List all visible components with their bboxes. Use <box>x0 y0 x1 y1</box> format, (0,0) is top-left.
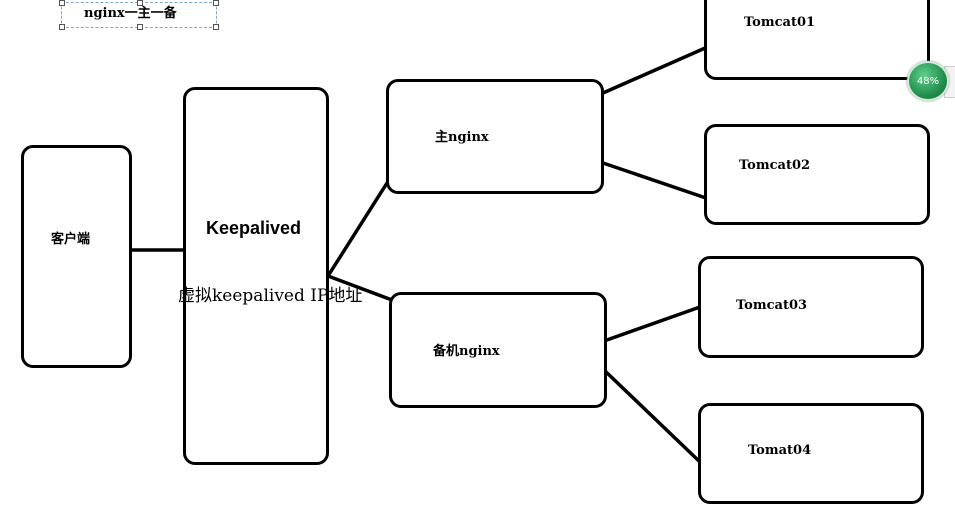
link-backup-tomcat03 <box>602 305 702 343</box>
tomcat04-label: Tomat04 <box>748 443 812 458</box>
resize-handle[interactable] <box>59 0 65 6</box>
client-label: 客户端 <box>51 232 91 247</box>
link-master-tomcat01 <box>601 43 714 95</box>
resize-handle[interactable] <box>213 24 219 30</box>
caption-text: nginx一主一备 <box>84 6 177 21</box>
resize-handle[interactable] <box>59 24 65 30</box>
master-nginx-label: 主nginx <box>435 130 489 145</box>
tomcat03-label: Tomcat03 <box>736 298 808 313</box>
backup-nginx-label: 备机nginx <box>433 344 500 359</box>
tomcat04-node[interactable] <box>698 403 924 504</box>
tomcat02-node[interactable] <box>704 124 930 225</box>
tomcat01-node[interactable] <box>704 0 930 80</box>
backup-nginx-node[interactable] <box>389 292 607 408</box>
tomcat03-node[interactable] <box>698 256 924 358</box>
resize-handle[interactable] <box>137 24 143 30</box>
keepalived-node[interactable] <box>183 87 329 465</box>
resize-handle[interactable] <box>213 0 219 6</box>
link-keepalived-master <box>326 181 389 278</box>
zoom-level-text: 48% <box>916 75 940 87</box>
client-node[interactable] <box>21 145 132 368</box>
tomcat01-label: Tomcat01 <box>744 15 816 30</box>
link-backup-tomcat04 <box>602 368 702 464</box>
caption-textbox[interactable] <box>59 0 219 30</box>
tomcat02-label: Tomcat02 <box>739 158 811 173</box>
zoom-level-badge[interactable]: 48% <box>907 61 949 101</box>
keepalived-label: Keepalived <box>206 218 302 238</box>
link-keepalived-backup <box>326 274 394 302</box>
link-master-tomcat02 <box>601 161 708 200</box>
master-nginx-node[interactable] <box>386 79 604 194</box>
resize-handle[interactable] <box>137 0 143 6</box>
vip-note: 虚拟keepalived IP地址 <box>178 286 363 306</box>
